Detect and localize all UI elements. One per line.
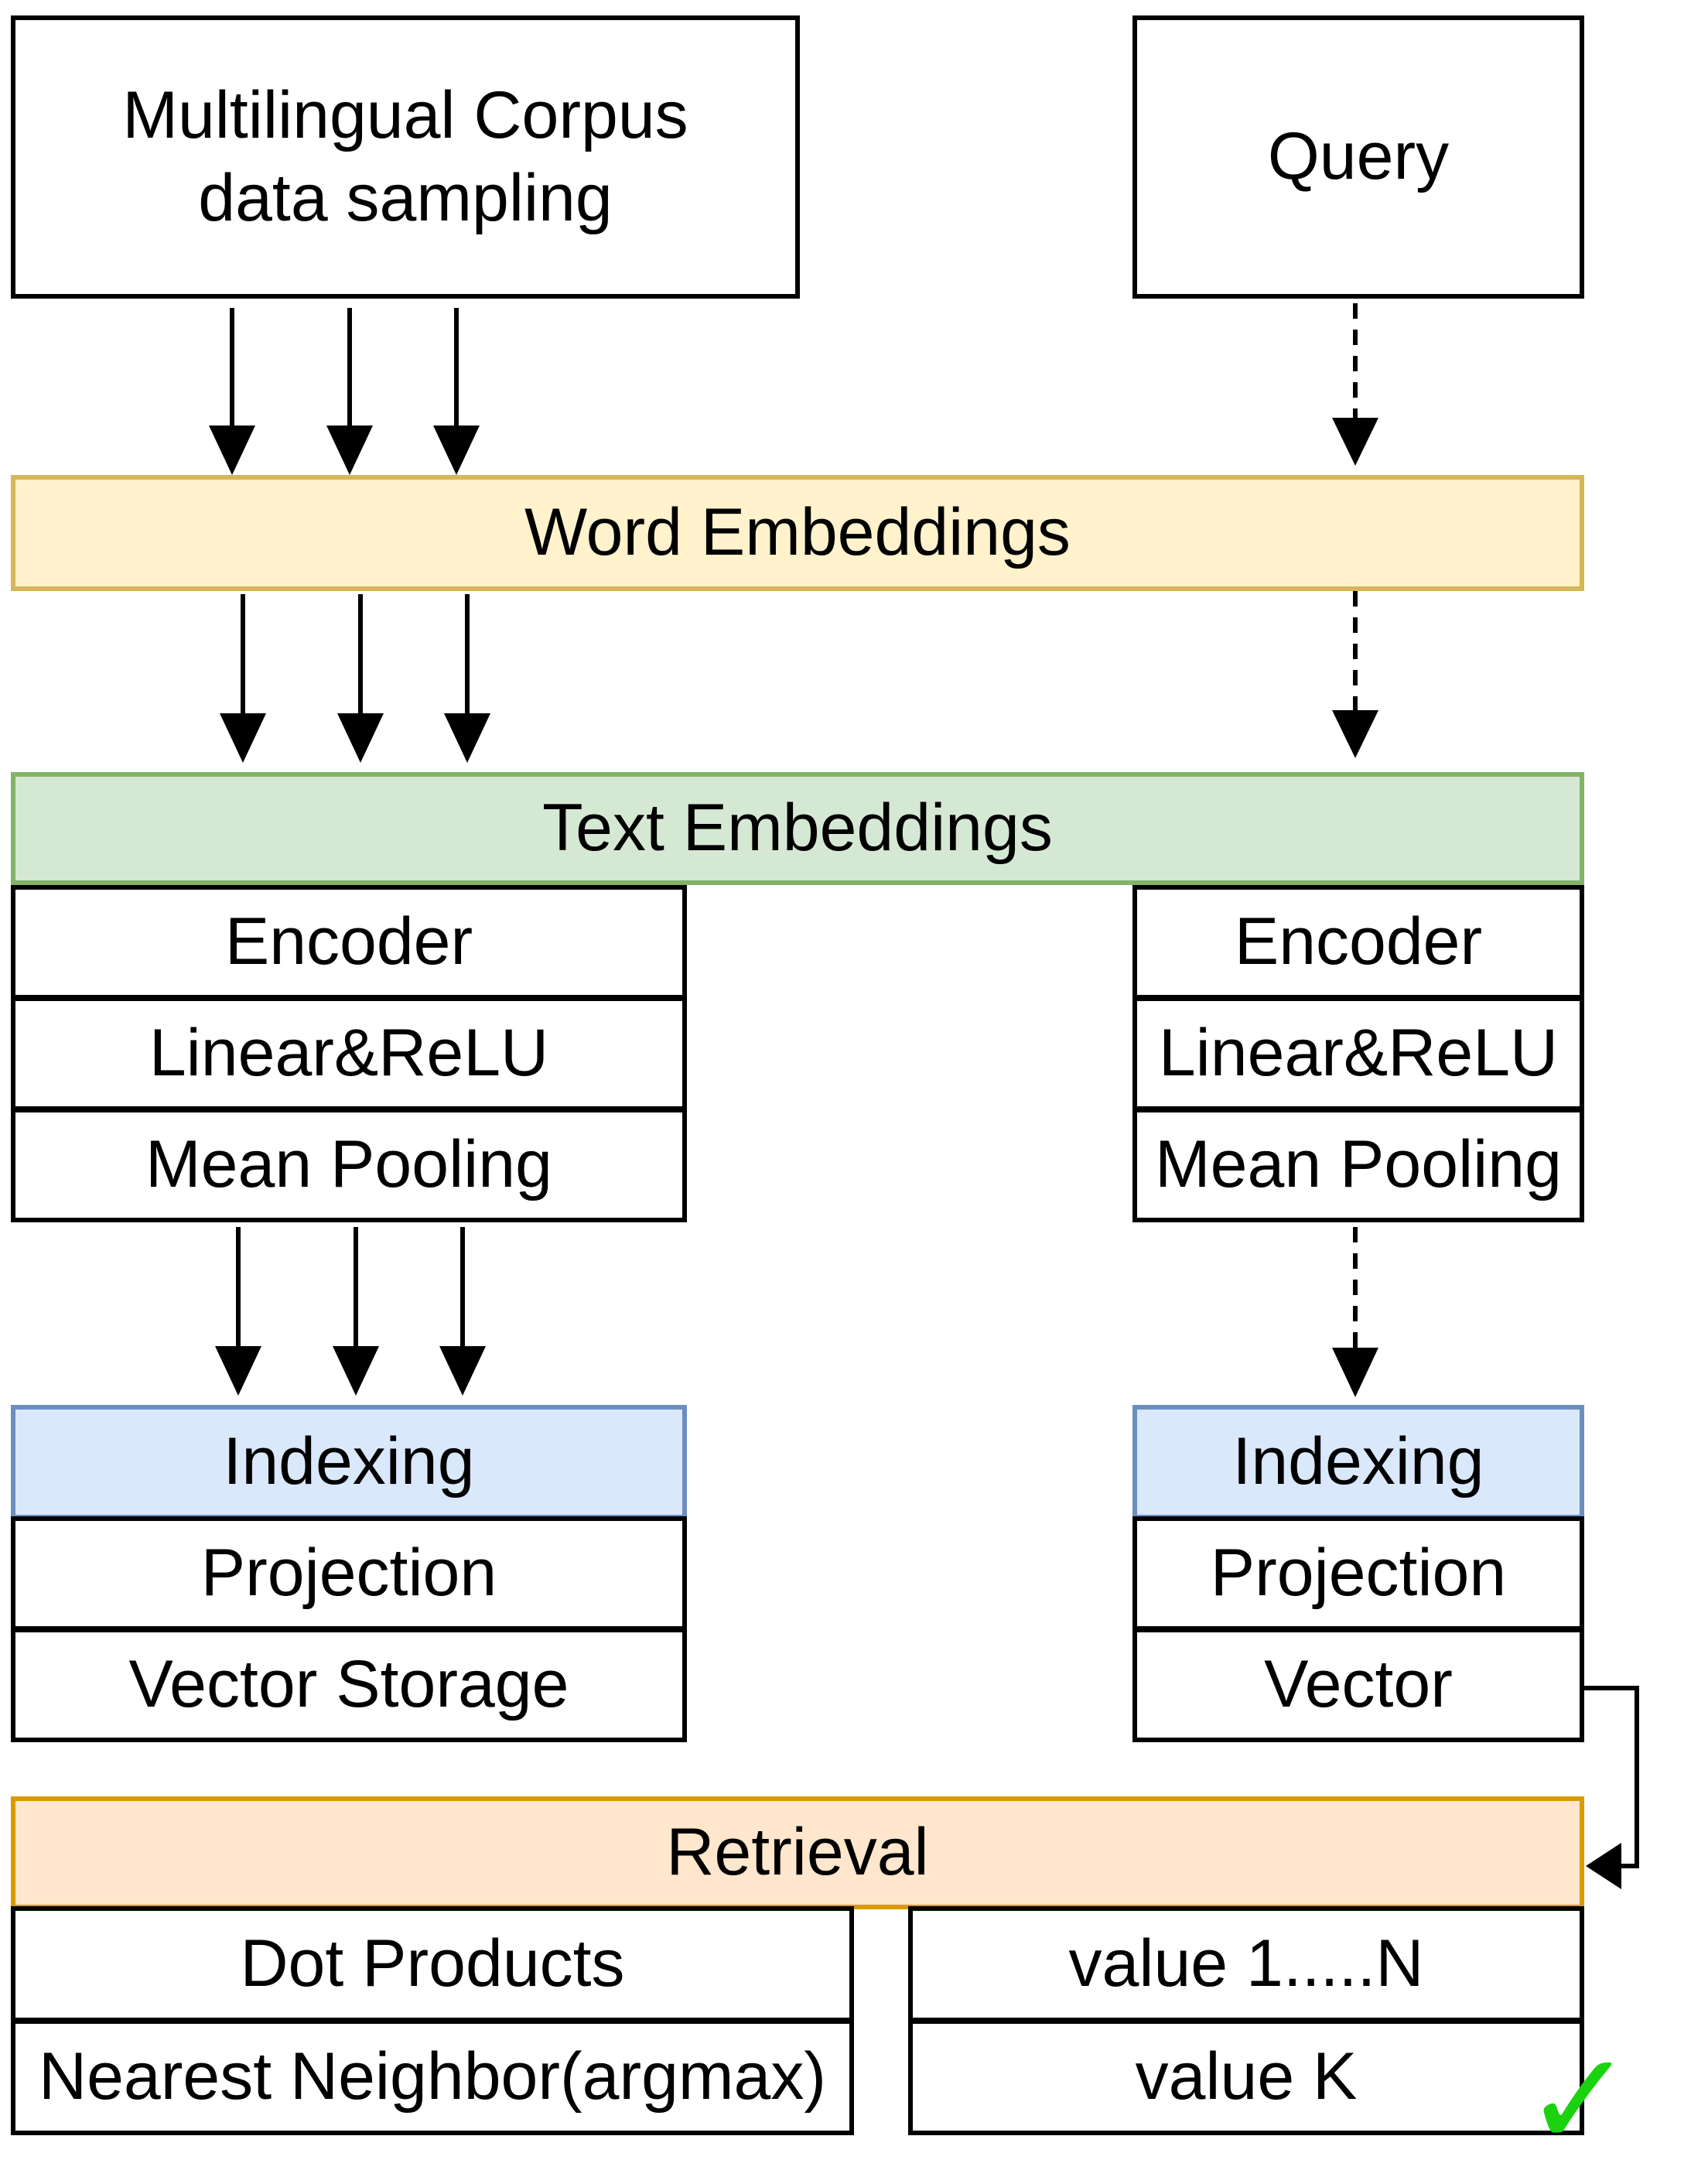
right-mean-pooling: Mean Pooling (1132, 1108, 1584, 1222)
arrowhead-retrieval (1586, 1843, 1621, 1889)
right-projection: Projection (1132, 1516, 1584, 1631)
check-icon: ✓ (1524, 2024, 1635, 2177)
elbow-vector-to-retrieval (1584, 1686, 1639, 1868)
left-indexing: Indexing (11, 1405, 687, 1519)
query-box: Query (1132, 15, 1584, 299)
right-indexing: Indexing (1132, 1405, 1584, 1519)
left-encoder: Encoder (11, 885, 687, 1000)
arrowhead-word-1 (220, 713, 266, 763)
values-label: value 1.....N (1068, 1926, 1424, 2001)
right-linear-relu-label: Linear&ReLU (1158, 1016, 1559, 1091)
corpus-line2: data sampling (198, 161, 613, 235)
left-projection: Projection (11, 1516, 687, 1631)
left-mean-pooling-label: Mean Pooling (145, 1127, 552, 1202)
left-vector-storage-label: Vector Storage (128, 1647, 569, 1722)
word-embeddings-label: Word Embeddings (524, 495, 1071, 570)
left-linear-relu-label: Linear&ReLU (149, 1016, 549, 1091)
text-embeddings-label: Text Embeddings (542, 791, 1053, 866)
arrowhead-corpus-1 (209, 425, 255, 475)
nearest-neighbor: Nearest Neighbor(argmax) (11, 2019, 854, 2135)
value-k-box: value K (908, 2019, 1584, 2135)
value-k-label: value K (1135, 2039, 1358, 2114)
right-encoder: Encoder (1132, 885, 1584, 1000)
right-linear-relu: Linear&ReLU (1132, 996, 1584, 1111)
left-projection-label: Projection (200, 1536, 497, 1611)
arrowhead-word-2 (337, 713, 384, 763)
right-projection-label: Projection (1210, 1536, 1507, 1611)
arrowhead-pool-3 (439, 1346, 486, 1396)
left-mean-pooling: Mean Pooling (11, 1108, 687, 1222)
corpus-line1: Multilingual Corpus (122, 77, 688, 152)
retrieval-bar: Retrieval (11, 1796, 1584, 1909)
right-indexing-label: Indexing (1232, 1424, 1484, 1499)
word-embeddings-bar: Word Embeddings (11, 475, 1584, 591)
arrowhead-dashed-pool (1332, 1348, 1378, 1397)
right-vector-label: Vector (1264, 1647, 1453, 1722)
dot-products: Dot Products (11, 1906, 854, 2022)
query-label: Query (1267, 119, 1450, 194)
arrowhead-word-3 (444, 713, 490, 763)
right-mean-pooling-label: Mean Pooling (1155, 1127, 1562, 1202)
dot-products-label: Dot Products (240, 1926, 625, 2001)
left-encoder-label: Encoder (224, 904, 473, 979)
arrowhead-pool-2 (333, 1346, 379, 1396)
left-vector-storage: Vector Storage (11, 1628, 687, 1742)
retrieval-label: Retrieval (666, 1815, 929, 1890)
nearest-neighbor-label: Nearest Neighbor(argmax) (38, 2039, 827, 2114)
arrowhead-corpus-2 (326, 425, 373, 475)
left-indexing-label: Indexing (223, 1424, 475, 1499)
left-linear-relu: Linear&ReLU (11, 996, 687, 1111)
text-embeddings-bar: Text Embeddings (11, 772, 1584, 885)
values-box: value 1.....N (908, 1906, 1584, 2022)
arrowhead-dashed-word (1332, 710, 1378, 758)
right-encoder-label: Encoder (1234, 904, 1483, 979)
corpus-box: Multilingual Corpus data sampling (11, 15, 800, 299)
arrowhead-corpus-3 (433, 425, 480, 475)
arrowhead-pool-1 (215, 1346, 261, 1396)
arrowhead-dashed-query (1332, 418, 1378, 466)
right-vector: Vector (1132, 1628, 1584, 1742)
